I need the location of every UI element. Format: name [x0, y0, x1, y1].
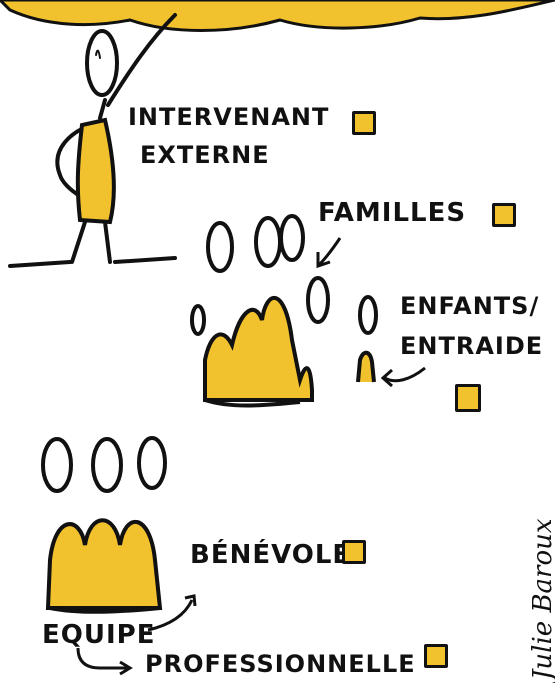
arrow-icon	[380, 366, 426, 388]
label-enfants-line2: ENTRAIDE	[400, 332, 544, 360]
person-head-icon	[137, 436, 167, 490]
equipe-group	[45, 518, 163, 614]
person-head-icon	[91, 437, 123, 493]
yellow-square-icon	[342, 540, 366, 564]
stick-figure	[8, 13, 177, 268]
arrow-icon	[147, 594, 197, 632]
label-familles: FAMILLES	[318, 198, 467, 228]
person-head-icon	[41, 437, 73, 493]
arrow-icon	[316, 237, 342, 269]
yellow-square-icon	[492, 203, 516, 227]
speech-cloud	[0, 0, 555, 32]
arrow-icon	[76, 647, 133, 676]
label-professionnelle: PROFESSIONNELLE	[145, 650, 416, 678]
person-head-icon	[206, 221, 234, 273]
artist-signature: Julie Baroux	[528, 518, 555, 680]
label-intervenant-line2: EXTERNE	[140, 141, 270, 169]
label-enfants-line1: ENFANTS/	[400, 292, 540, 320]
yellow-square-icon	[352, 111, 376, 135]
equipe-heads	[41, 436, 167, 493]
familles-heads	[206, 214, 305, 273]
label-equipe: EQUIPE	[42, 620, 156, 650]
familles-group	[190, 276, 378, 408]
label-benevole: BÉNÉVOLE	[190, 540, 352, 570]
person-head-icon	[279, 214, 305, 262]
yellow-square-icon	[424, 644, 448, 668]
label-intervenant-line1: INTERVENANT	[128, 103, 330, 131]
yellow-square-icon	[455, 384, 481, 412]
person-head-icon	[254, 216, 282, 268]
